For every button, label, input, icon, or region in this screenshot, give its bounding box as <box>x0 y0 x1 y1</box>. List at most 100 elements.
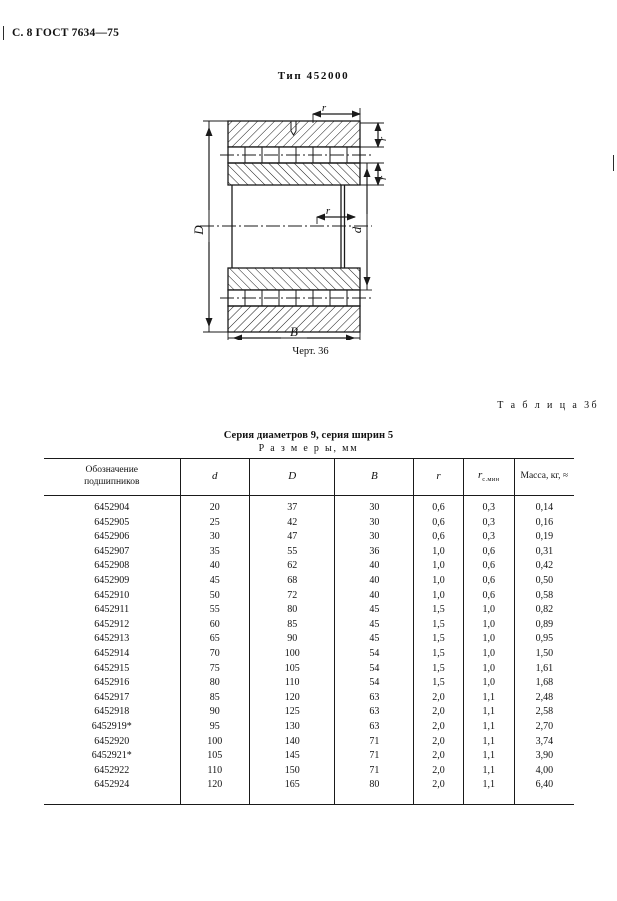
cell-d: 55 <box>179 603 250 618</box>
cell-d: 90 <box>179 705 250 720</box>
table-bottom-rule-cell <box>513 804 574 805</box>
cell-rc-min: 0,3 <box>462 530 515 545</box>
dim-label-radius-2: r <box>377 136 389 141</box>
cell-D: 165 <box>248 778 335 805</box>
cell-D: 68 <box>248 573 335 589</box>
cell-rc-min: 1,0 <box>462 632 515 647</box>
figure-block: Тип 452000 <box>0 70 617 357</box>
cell-D: 120 <box>248 690 335 706</box>
bearing-cross-section-drawing: D d B r r r r <box>0 90 617 342</box>
cell-rc-min: 1,0 <box>462 603 515 618</box>
cell-mass: 0,58 <box>513 588 574 604</box>
cell-d: 50 <box>179 588 250 604</box>
cell-D: 85 <box>248 617 335 633</box>
table-bottom-rule-row <box>44 804 574 805</box>
cell-B: 40 <box>334 559 414 574</box>
cell-designation: 6452922 <box>94 764 130 776</box>
column-header-D: D <box>248 458 335 496</box>
cell-rc-min: 1,1 <box>462 734 515 750</box>
cell-rc-min: 0,3 <box>462 515 515 531</box>
cell-B: 71 <box>334 734 414 750</box>
cell-d: 35 <box>179 544 250 560</box>
cell-rc-min: 0,3 <box>462 495 515 516</box>
column-header-rc-min: rс.мин <box>462 458 515 496</box>
table-bottom-rule-cell <box>248 804 335 805</box>
cell-mass: 1,68 <box>513 676 574 691</box>
cell-r: 1,0 <box>413 544 464 560</box>
column-header-B: B <box>334 458 414 496</box>
table-series-title: Серия диаметров 9, серия ширин 5 <box>223 430 394 441</box>
cell-D: 55 <box>248 544 335 560</box>
cell-D: 80 <box>248 603 335 618</box>
column-header-r-label: r <box>436 470 441 483</box>
cell-r: 0,6 <box>413 495 464 516</box>
cell-r: 1,0 <box>413 559 464 574</box>
cell-rc-min: 1,1 <box>462 719 515 735</box>
cell-D: 37 <box>248 495 335 516</box>
cell-mass: 0,14 <box>513 495 574 516</box>
cell-rc-min: 0,6 <box>462 559 515 574</box>
cell-designation: 6452908 <box>94 560 130 572</box>
cell-D: 90 <box>248 632 335 647</box>
cell-r: 1,0 <box>413 588 464 604</box>
cell-B: 36 <box>334 544 414 560</box>
column-header-D-label: D <box>288 470 297 483</box>
column-header-B-label: B <box>370 470 378 483</box>
cell-D: 62 <box>248 559 335 574</box>
cell-mass: 0,42 <box>513 559 574 574</box>
table-bottom-rule-cell <box>413 804 464 805</box>
table-head: Обозначение подшипников d D B r rс.мин М… <box>44 458 574 496</box>
table-bottom-rule-cell <box>44 804 181 805</box>
cell-mass: 2,48 <box>513 690 574 706</box>
dim-label-width: B <box>290 324 298 339</box>
dim-label-radius-4: r <box>326 205 331 217</box>
figure-caption: Черт. 36 <box>292 346 329 357</box>
cell-designation: 6452919* <box>91 720 132 732</box>
cell-mass: 1,61 <box>513 661 574 677</box>
table-bottom-rule-cell <box>179 804 250 805</box>
column-header-mass: Масса, кг, ≈ <box>513 458 574 496</box>
cell-B: 30 <box>334 530 414 545</box>
cell-designation: 6452909 <box>94 574 130 586</box>
cell-d: 40 <box>179 559 250 574</box>
cell-d: 100 <box>179 734 250 750</box>
rc-subscript: с.мин <box>482 476 500 484</box>
cell-D: 140 <box>248 734 335 750</box>
cell-B: 45 <box>334 603 414 618</box>
cell-B: 45 <box>334 632 414 647</box>
cell-rc-min: 1,1 <box>462 763 515 779</box>
cell-d: 20 <box>179 495 250 516</box>
cell-B: 71 <box>334 749 414 764</box>
cell-rc-min: 1,0 <box>462 617 515 633</box>
cell-d: 120 <box>179 778 250 805</box>
cell-d: 75 <box>179 661 250 677</box>
cell-mass: 0,19 <box>513 530 574 545</box>
cell-r: 2,0 <box>413 719 464 735</box>
cell-D: 72 <box>248 588 335 604</box>
cell-B: 63 <box>334 705 414 720</box>
cell-r: 0,6 <box>413 515 464 531</box>
bearing-drawing-svg: D d B r r r r <box>191 102 389 342</box>
cell-rc-min: 1,1 <box>462 749 515 764</box>
cell-B: 45 <box>334 617 414 633</box>
column-header-designation-line2: подшипников <box>84 477 140 487</box>
column-header-rc-min-label: rс.мин <box>478 469 500 484</box>
cell-r: 2,0 <box>413 690 464 706</box>
cell-r: 1,5 <box>413 646 464 662</box>
cell-B: 63 <box>334 719 414 735</box>
column-header-r: r <box>413 458 464 496</box>
cell-designation: 6452918 <box>94 706 130 718</box>
cell-rc-min: 1,1 <box>462 778 515 805</box>
dim-label-inner-diameter: d <box>349 226 364 233</box>
